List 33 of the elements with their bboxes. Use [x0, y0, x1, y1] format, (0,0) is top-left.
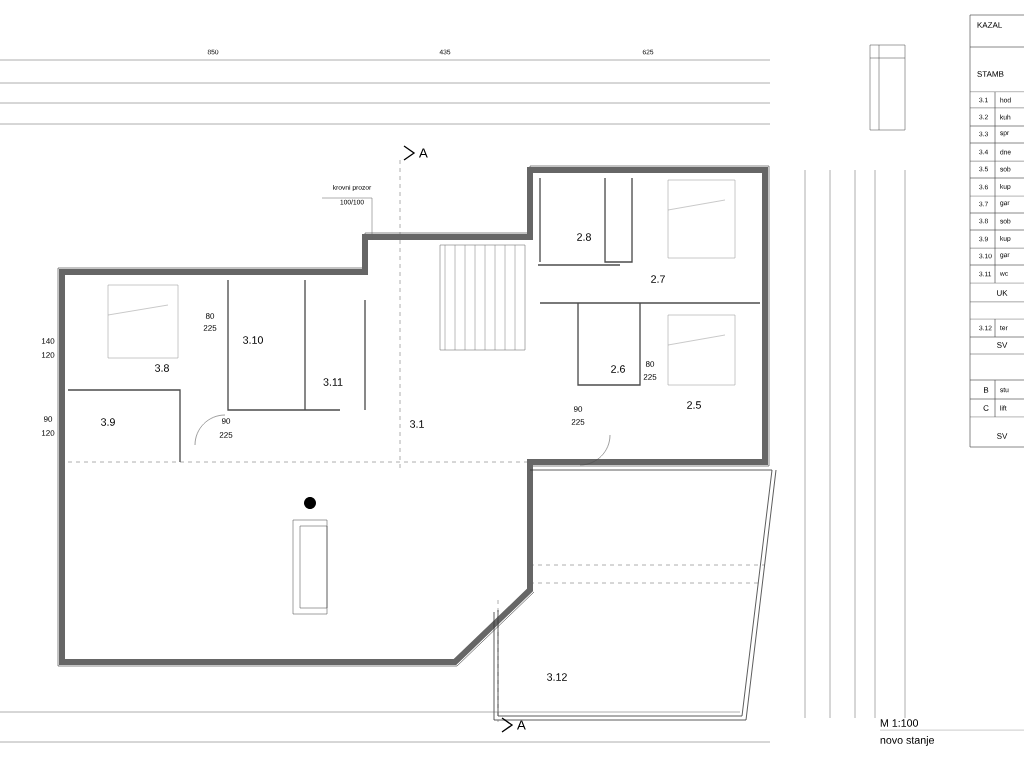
window-note: 140: [41, 338, 55, 344]
window-note: 120: [41, 352, 55, 358]
window-note: 120: [41, 430, 55, 436]
table-cell: UK: [997, 290, 1008, 296]
room-number: 2.5: [687, 401, 701, 409]
room-number: 3.8: [155, 364, 169, 372]
table-cell: SV: [997, 433, 1008, 439]
scale-note: M 1:100: [880, 719, 919, 727]
table-cell: KAZAL: [977, 22, 1002, 28]
room-number: 2.8: [577, 233, 591, 241]
window-note: 90: [43, 416, 53, 422]
window-note: 90: [221, 418, 231, 424]
room-number: 3.10: [243, 336, 263, 344]
room-number: 3.11: [323, 378, 343, 386]
room-number: 3.9: [101, 418, 115, 426]
room-number: 3.1: [410, 420, 424, 428]
window-note: 80: [205, 313, 215, 319]
table-cell: B: [984, 387, 989, 393]
room-number: 2.7: [651, 275, 665, 283]
window-note: 80: [645, 361, 655, 367]
scale-note: novo stanje: [880, 736, 934, 746]
window-note: 225: [571, 419, 585, 425]
room-number: 3.12: [547, 673, 567, 681]
window-note: 90: [573, 406, 583, 412]
window-note: 225: [203, 325, 217, 331]
window-note: 225: [643, 374, 657, 380]
table-cell: SV: [997, 342, 1008, 348]
table-cell: C: [983, 405, 989, 411]
window-note: 225: [219, 432, 233, 438]
table-cell: STAMB: [977, 71, 1004, 77]
room-number: 2.6: [611, 365, 625, 373]
section-mark: A: [516, 720, 526, 730]
section-mark: A: [418, 148, 428, 158]
